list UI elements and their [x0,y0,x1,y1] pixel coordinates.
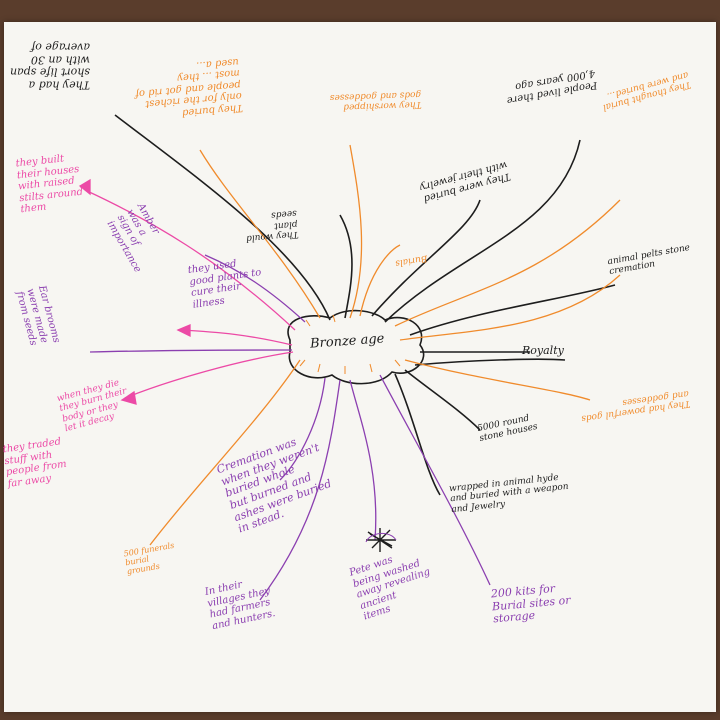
note-life-span: They had a short life span with an 30 av… [10,40,90,92]
note-200-kits: 200 kits for Burial sites or storage [490,581,571,626]
orange-branches [149,144,621,546]
purple-branches [89,254,491,601]
black-branches [114,114,616,496]
note-traded: they traded stuff with people from far a… [2,436,68,490]
paper-sheet [4,22,716,712]
note-stilt-houses: they built their houses with raised stil… [15,153,84,216]
note-gods: They worshipped gods and goddesses [329,88,422,112]
note-burial-rich: They buried only for the richest people … [134,55,244,119]
pink-branches [78,178,296,405]
note-seeds: They would plant seeds [245,208,299,244]
center-cloud [287,309,425,385]
note-royalty: Royalty [522,344,564,357]
cloud-rays [299,314,401,374]
scribble-drawing [366,528,396,552]
